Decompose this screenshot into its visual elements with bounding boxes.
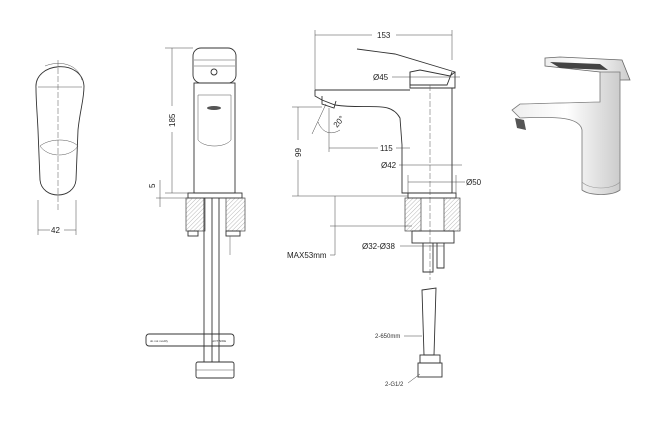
handle-dia-label: Ø45 <box>373 73 389 82</box>
spout-angle-label: 20° <box>332 114 347 129</box>
max-deck-label: MAX53mm <box>287 251 327 260</box>
handle-label-right: HOT SIDE <box>212 339 226 343</box>
front-view: do not modify HOT SIDE 185 5 <box>145 47 246 379</box>
hose-thread-label: 2-G1/2 <box>385 382 404 388</box>
side-view: 153 Ø45 20° 99 115 Ø42 Ø50 MAX53mm Ø32-Ø… <box>287 30 482 388</box>
faucet-3d-render <box>511 56 631 195</box>
handle-label-left: do not modify <box>150 339 169 343</box>
height-dim-label: 185 <box>168 113 177 127</box>
top-view: 42 <box>35 60 85 235</box>
spout-reach-label: 115 <box>380 144 393 153</box>
hole-dia-label: Ø32-Ø38 <box>362 242 395 251</box>
hose-length-label: 2-650mm <box>375 334 400 340</box>
spout-height-label: 99 <box>294 148 303 157</box>
overall-length-label: 153 <box>377 31 391 40</box>
width-dim-label: 42 <box>51 226 60 235</box>
flange-dim-label: 5 <box>148 183 157 188</box>
body-dia-label: Ø42 <box>381 161 397 170</box>
base-dia-label: Ø50 <box>466 178 482 187</box>
